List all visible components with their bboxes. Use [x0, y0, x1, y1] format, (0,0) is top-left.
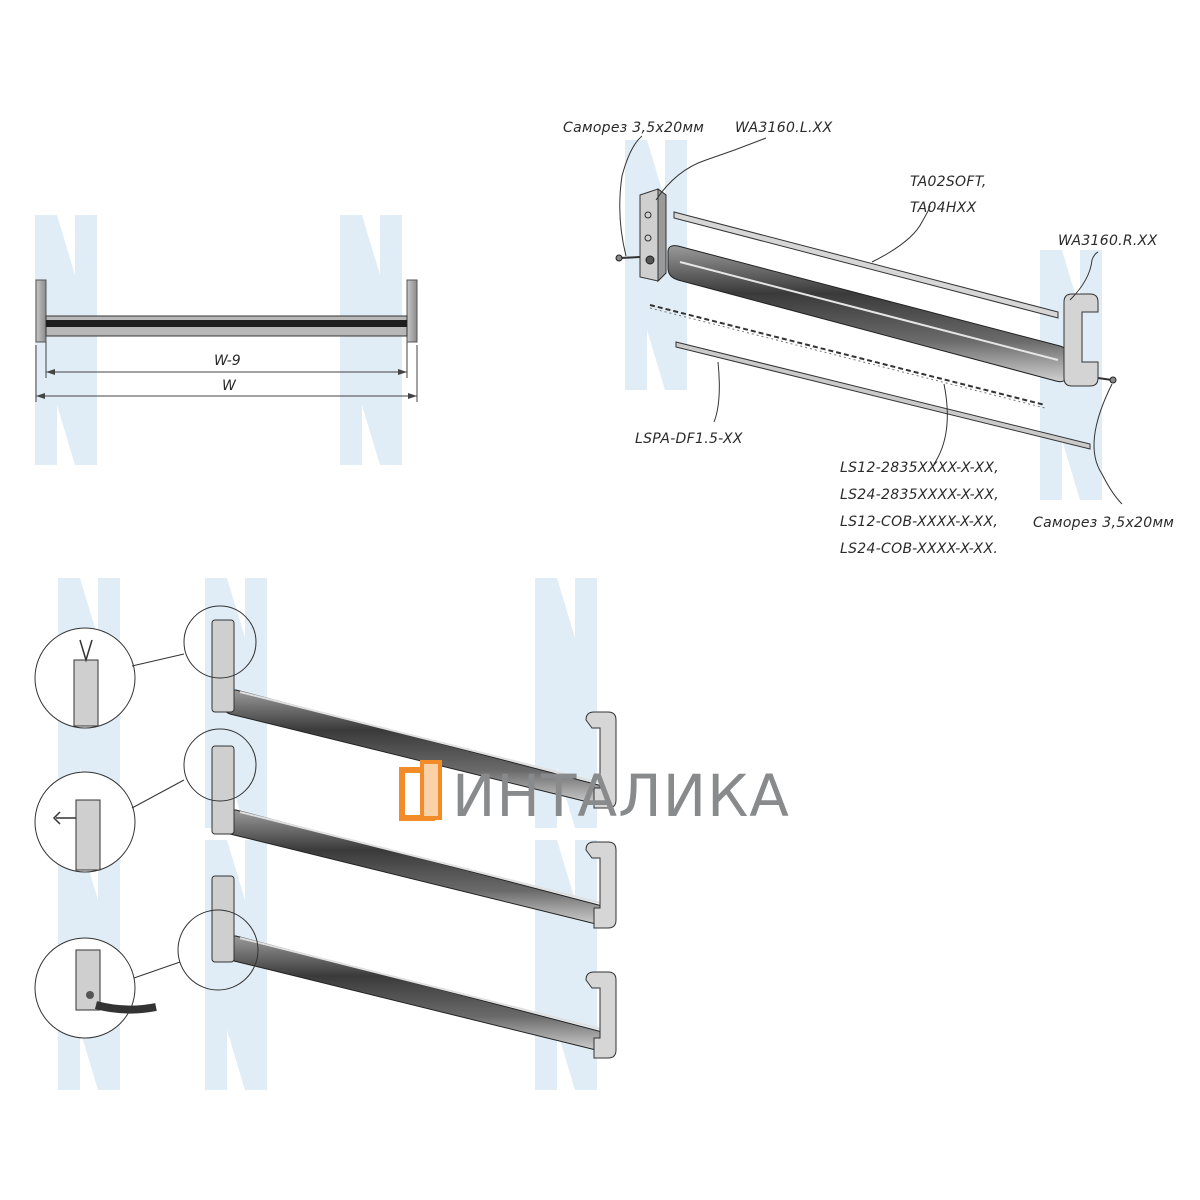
label-holder-left: WA3160.L.XX — [735, 120, 833, 136]
dimension-inner-label: W-9 — [214, 353, 241, 369]
label-strip-3: LS12-COB-XXXX-X-XX, — [840, 514, 998, 530]
assembly-step-2 — [34, 728, 617, 929]
label-tape-2: TA04HXX — [910, 200, 977, 216]
label-strip-4: LS24-COB-XXXX-X-XX. — [840, 541, 998, 557]
exploded-view — [615, 135, 1123, 505]
label-screw-right: Саморез 3,5х20мм — [1033, 515, 1174, 531]
assembly-steps — [34, 605, 617, 1059]
label-strip-1: LS12-2835XXXX-X-XX, — [840, 460, 999, 476]
label-diffuser: LSPA-DF1.5-XX — [635, 431, 743, 447]
assembly-step-1 — [34, 605, 617, 809]
dimension-outer-label: W — [222, 378, 237, 394]
label-holder-right: WA3160.R.XX — [1058, 233, 1158, 249]
brand-name: ИНТАЛИКА — [452, 762, 790, 830]
assembly-step-3 — [34, 875, 617, 1059]
brand-logo — [399, 760, 442, 821]
label-screw-left: Саморез 3,5х20мм — [563, 120, 704, 136]
label-tape-1: TA02SOFT, — [910, 174, 987, 190]
dimension-drawing — [35, 279, 418, 402]
label-strip-2: LS24-2835XXXX-X-XX, — [840, 487, 999, 503]
